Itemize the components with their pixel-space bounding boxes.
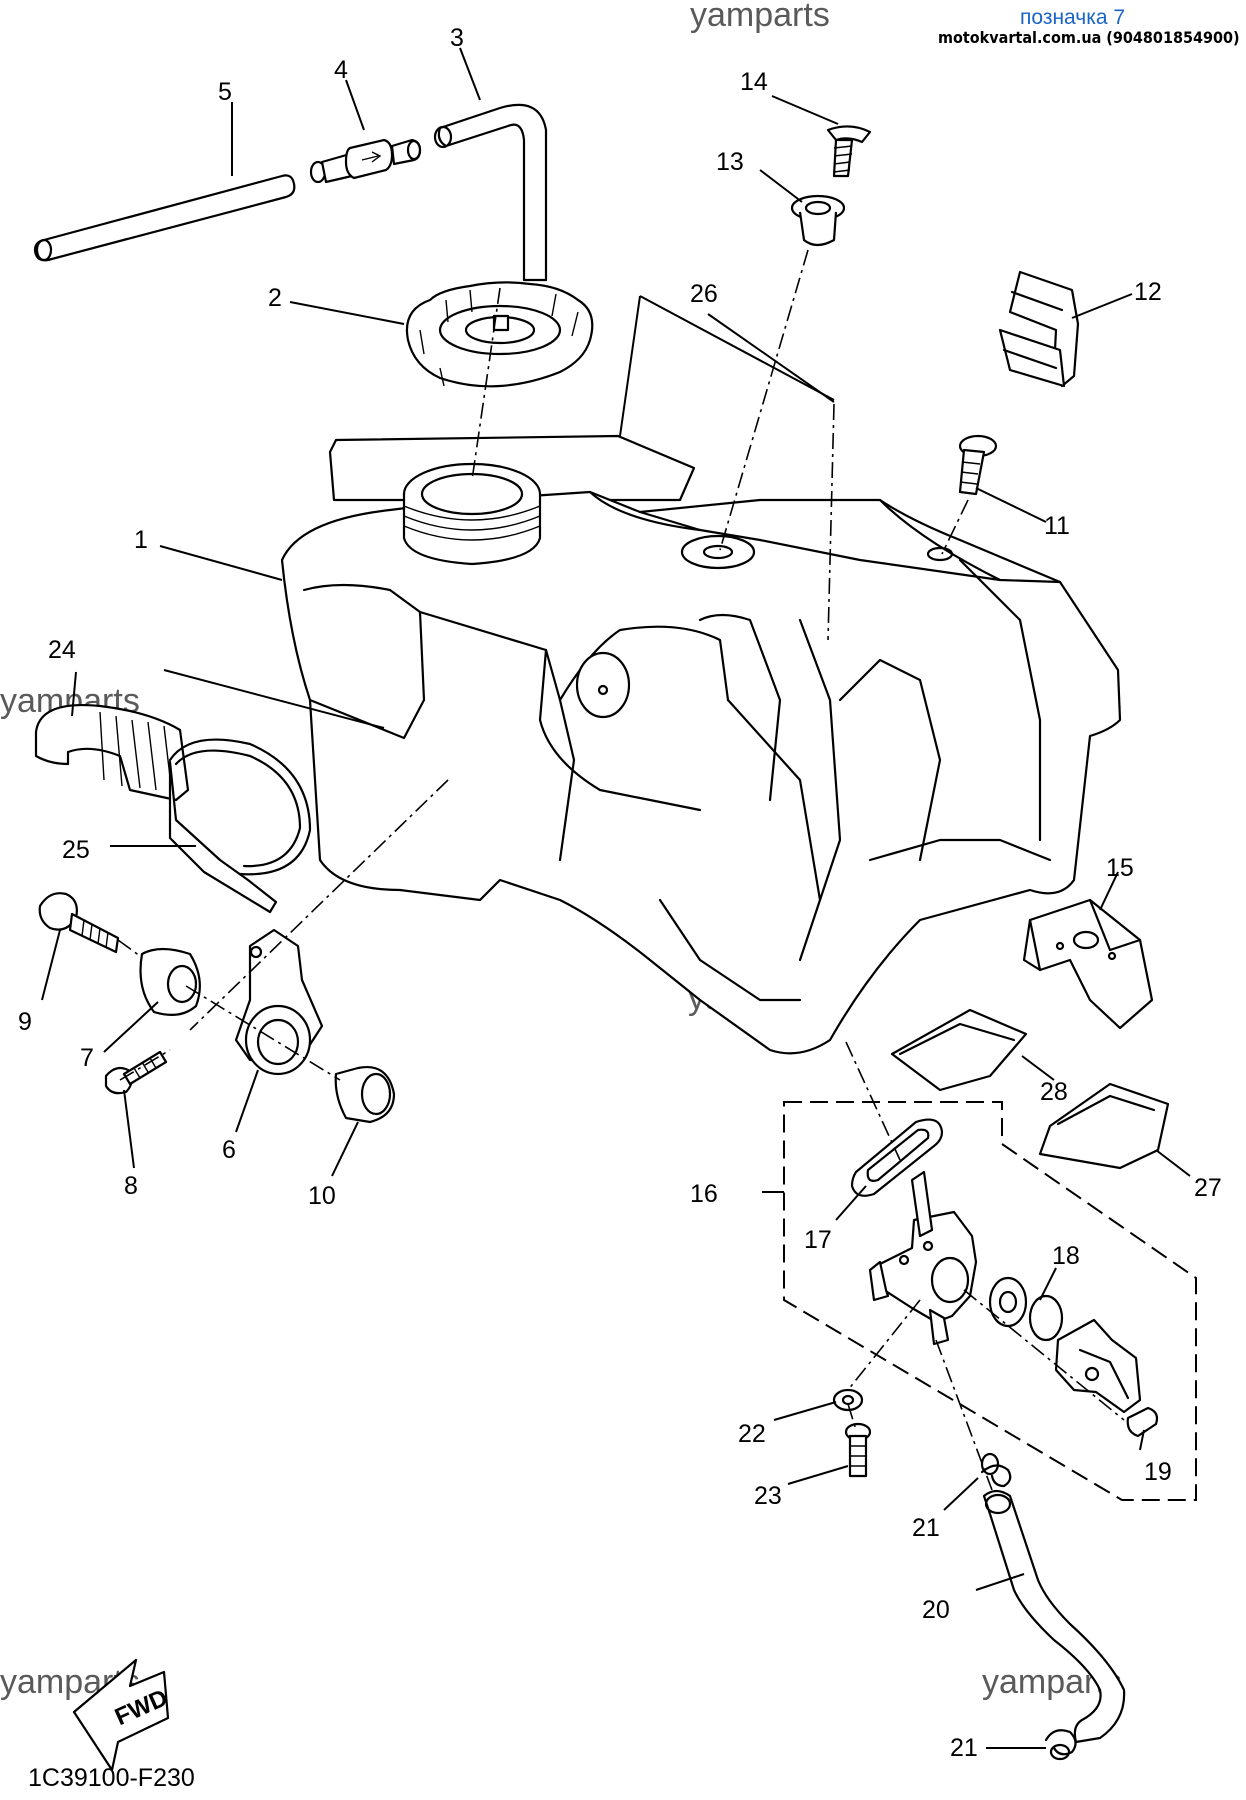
part-fuel-cock-seal — [988, 1276, 1028, 1328]
part-3-breather-hose — [433, 103, 548, 282]
callout-13: 13 — [716, 148, 744, 176]
callout-8: 8 — [124, 1172, 138, 1200]
callout-19: 19 — [1144, 1458, 1172, 1486]
part-14-screw — [826, 125, 872, 178]
callout-26: 26 — [690, 280, 718, 308]
callout-25: 25 — [62, 836, 90, 864]
fuel-cock-body — [868, 1170, 978, 1346]
part-27-pad — [1038, 1082, 1170, 1170]
callout-10: 10 — [308, 1182, 336, 1210]
watermark-text: yamparts — [690, 0, 830, 34]
site-text: motokvartal.com.ua (904801854900) — [938, 28, 1240, 47]
part-20-fuel-hose — [982, 1489, 1126, 1744]
assembly-16-box — [783, 1101, 1197, 1501]
callout-14: 14 — [740, 68, 768, 96]
marker-label: позначка 7 — [1020, 6, 1125, 29]
part-5-hose — [33, 174, 296, 262]
leader-lines — [41, 47, 1191, 1749]
part-13-collar — [790, 194, 846, 247]
part-15-bracket — [1022, 898, 1154, 1030]
part-25-band — [168, 738, 312, 914]
part-1-fuel-tank — [280, 462, 1122, 1055]
callout-2: 2 — [268, 284, 282, 312]
part-19-screw — [1126, 1406, 1159, 1438]
part-4-valve — [309, 138, 422, 184]
callout-15: 15 — [1106, 854, 1134, 882]
callout-6: 6 — [222, 1136, 236, 1164]
callout-22: 22 — [738, 1420, 766, 1448]
callout-28: 28 — [1040, 1078, 1068, 1106]
part-fuel-cock-lever — [1054, 1318, 1142, 1414]
callout-5: 5 — [218, 78, 232, 106]
part-17-gasket — [850, 1118, 944, 1197]
callout-11: 11 — [1044, 512, 1070, 540]
callout-7: 7 — [80, 1044, 94, 1072]
part-12-clip — [998, 270, 1080, 388]
part-11-bolt — [958, 434, 998, 496]
part-21-clip — [980, 1452, 1012, 1488]
callout-21-lower: 21 — [950, 1734, 978, 1762]
part-22-washer — [832, 1388, 864, 1412]
callout-3: 3 — [450, 24, 464, 52]
callout-20: 20 — [922, 1596, 950, 1624]
part-2-fuel-cap — [405, 281, 594, 388]
callout-21: 21 — [912, 1514, 940, 1542]
part-23-screw — [844, 1422, 872, 1478]
assembly-lines — [117, 249, 1125, 1491]
callout-12: 12 — [1134, 278, 1162, 306]
diagram-code: 1C39100-F230 — [28, 1764, 195, 1792]
callout-27: 27 — [1194, 1174, 1222, 1202]
part-24-pad — [34, 704, 190, 802]
callout-17: 17 — [804, 1226, 832, 1254]
callout-23: 23 — [754, 1482, 782, 1510]
part-6-bracket — [234, 928, 324, 1076]
callout-24: 24 — [48, 636, 76, 664]
part-18-o-ring — [1028, 1294, 1064, 1342]
callout-4: 4 — [334, 56, 348, 84]
part-21-clip-lower — [1044, 1729, 1077, 1761]
callout-9: 9 — [18, 1008, 32, 1036]
callout-16: 16 — [690, 1180, 718, 1208]
part-7-damper — [139, 947, 201, 1017]
part-10-collar — [334, 1065, 396, 1124]
part-8-screw — [104, 1050, 168, 1095]
callout-18: 18 — [1052, 1242, 1080, 1270]
part-28-pad — [890, 1008, 1028, 1092]
callout-1: 1 — [134, 526, 148, 554]
callout-numbers: 1 2 3 4 5 6 7 8 9 10 11 12 13 14 15 16 1… — [18, 24, 1222, 1762]
part-9-bolt — [38, 892, 120, 954]
